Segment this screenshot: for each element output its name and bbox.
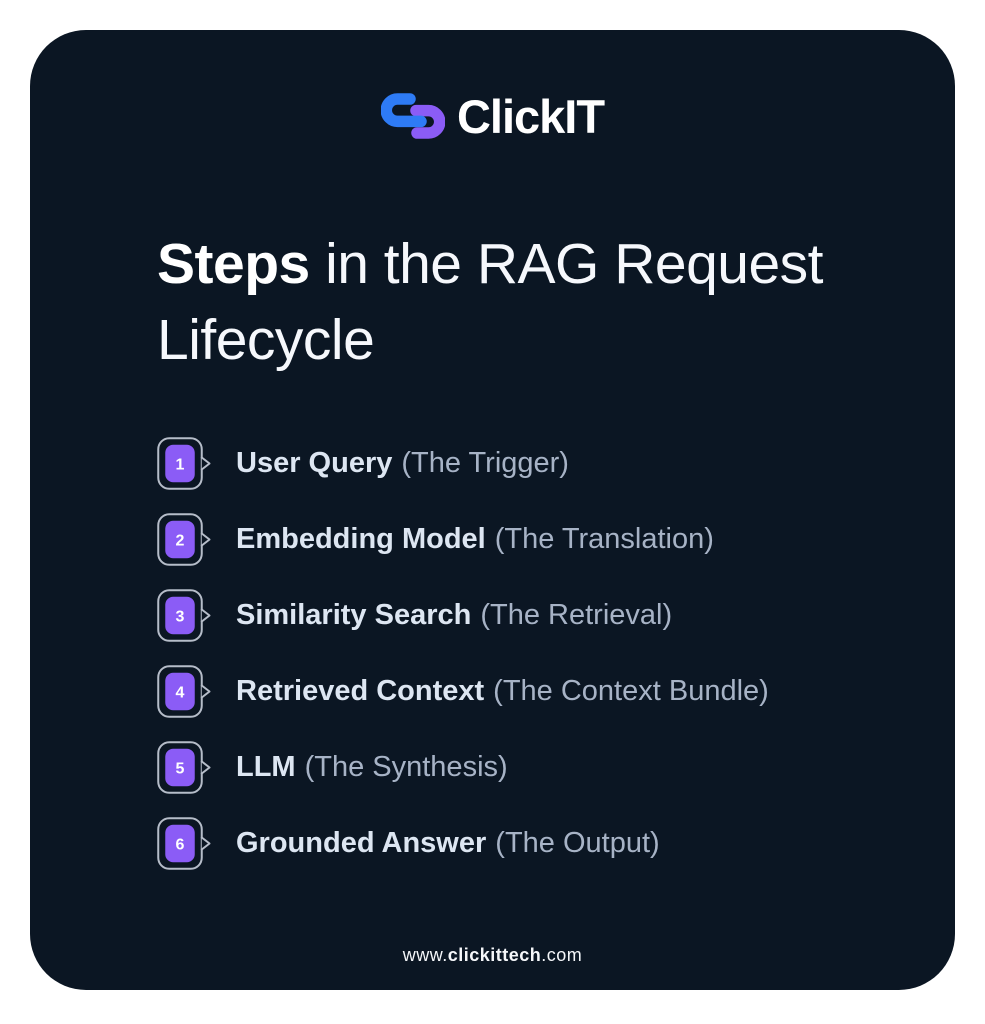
footer-domain: clickittech — [447, 945, 542, 965]
list-item: 5 LLM(The Synthesis) — [157, 741, 769, 794]
step-number-badge: 1 — [157, 437, 214, 490]
step-number-badge: 2 — [157, 513, 214, 566]
badge-purple-square — [165, 824, 195, 863]
title-rest: in the RAG Request Lifecycle — [157, 232, 824, 373]
list-item: 4 Retrieved Context(The Context Bundle) — [157, 665, 769, 718]
footer-url: www.clickittech.com — [30, 945, 955, 966]
step-number: 4 — [176, 685, 185, 702]
badge-arrow-icon — [200, 684, 211, 699]
step-detail: (The Context Bundle) — [493, 675, 769, 707]
step-label: Embedding Model(The Translation) — [236, 523, 714, 556]
chain-link-icon — [380, 93, 445, 139]
badge-purple-square — [165, 672, 195, 711]
badge-purple-square — [165, 596, 195, 635]
step-name: Embedding Model — [236, 523, 486, 555]
steps-list: 1 User Query(The Trigger) 2 Embedding Mo… — [157, 437, 769, 870]
step-label: Grounded Answer(The Output) — [236, 827, 660, 860]
step-detail: (The Retrieval) — [480, 599, 673, 631]
step-detail: (The Translation) — [494, 523, 714, 555]
badge-arrow-icon — [200, 532, 211, 547]
step-number-badge: 6 — [157, 817, 214, 870]
step-number: 1 — [176, 457, 185, 474]
badge-arrow-icon — [200, 456, 211, 471]
title-emphasis: Steps — [157, 232, 310, 296]
step-detail: (The Trigger) — [401, 447, 569, 479]
brand-name: ClickIT — [456, 89, 605, 143]
step-number: 5 — [176, 761, 185, 778]
step-number-badge: 5 — [157, 741, 214, 794]
step-name: Retrieved Context — [236, 675, 485, 707]
step-detail: (The Synthesis) — [304, 751, 508, 783]
badge-purple-square — [165, 444, 195, 483]
badge-arrow-icon — [200, 836, 211, 851]
step-label: Retrieved Context(The Context Bundle) — [236, 675, 769, 708]
list-item: 2 Embedding Model(The Translation) — [157, 513, 769, 566]
step-label: LLM(The Synthesis) — [236, 751, 508, 784]
step-name: LLM — [236, 751, 296, 783]
step-label: User Query(The Trigger) — [236, 447, 569, 480]
step-number-badge: 4 — [157, 665, 214, 718]
badge-arrow-icon — [200, 608, 211, 623]
badge-purple-square — [165, 520, 195, 559]
step-name: Similarity Search — [236, 599, 472, 631]
footer-tld: .com — [541, 945, 583, 965]
step-number: 6 — [176, 837, 185, 854]
step-name: User Query — [236, 447, 393, 479]
step-detail: (The Output) — [495, 827, 660, 859]
clickit-logo: ClickIT — [30, 88, 955, 144]
step-label: Similarity Search(The Retrieval) — [236, 599, 672, 632]
step-number-badge: 3 — [157, 589, 214, 642]
step-number: 3 — [176, 609, 185, 626]
list-item: 1 User Query(The Trigger) — [157, 437, 769, 490]
step-name: Grounded Answer — [236, 827, 487, 859]
infographic-card: ClickIT Steps in the RAG Request Lifecyc… — [30, 30, 955, 990]
badge-arrow-icon — [200, 760, 211, 775]
list-item: 6 Grounded Answer(The Output) — [157, 817, 769, 870]
page-title: Steps in the RAG Request Lifecycle — [157, 226, 897, 379]
step-number: 2 — [176, 533, 185, 550]
list-item: 3 Similarity Search(The Retrieval) — [157, 589, 769, 642]
badge-purple-square — [165, 748, 195, 787]
footer-www: www. — [402, 945, 448, 965]
